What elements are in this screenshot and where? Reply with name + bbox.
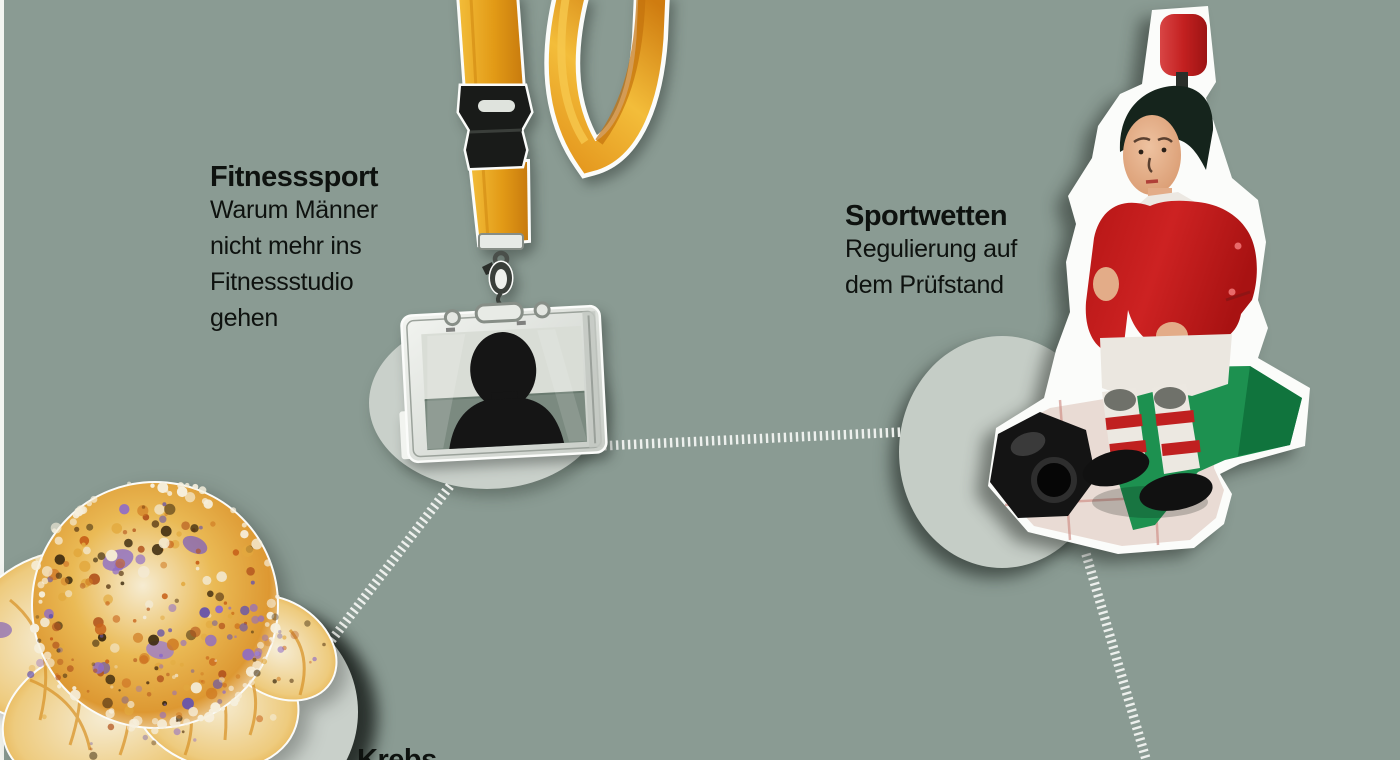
badge-hole-right: [533, 301, 551, 319]
topic-title-krebs: Krebs: [357, 744, 437, 760]
badge-photo: [421, 325, 588, 451]
lanyard-buckle: [456, 83, 534, 171]
connector-badge-to-cell: [320, 483, 454, 653]
topic-fitnesssport: Fitnesssport Warum Männer nicht mehr ins…: [210, 162, 450, 336]
cell-body: [0, 481, 326, 760]
connector-badge-to-foosball: [597, 427, 904, 451]
black-ball: [990, 412, 1096, 518]
right-leg: [1152, 384, 1201, 474]
topic-title-sportwetten: Sportwetten: [845, 200, 1008, 232]
left-leg: [1102, 388, 1147, 468]
lanyard-loop: [544, 0, 670, 179]
face-features: [1133, 137, 1173, 184]
topic-subtitle-line: gehen: [210, 304, 279, 333]
connector-foosball-to-bottom: [1081, 552, 1152, 760]
lanyard-id-badge-illustration: [399, 0, 670, 464]
right-shoe: [1139, 473, 1213, 511]
person-silhouette: [449, 332, 565, 449]
topic-subtitle-line: dem Prüfstand: [845, 271, 1004, 300]
topic-subtitle-line: nicht mehr ins: [210, 232, 362, 261]
mounting-knob: [1160, 14, 1207, 76]
cell-texture-speckles: [27, 481, 326, 760]
metal-hook: [478, 233, 524, 308]
badge-hole-left: [443, 309, 461, 327]
id-badge-holder: [399, 301, 608, 464]
page-edge-strip: [0, 0, 4, 760]
face: [1123, 115, 1181, 195]
foosball-figure-illustration: [988, 6, 1310, 554]
topic-subtitle-line: Warum Männer: [210, 196, 378, 225]
topic-subtitle-line: Fitnessstudio: [210, 268, 354, 297]
topic-sportwetten: Sportwetten Regulierung auf dem Prüfstan…: [845, 201, 1105, 303]
badge-slot: [474, 301, 524, 324]
shirt: [1085, 200, 1257, 353]
figure-body: [1082, 14, 1257, 511]
topic-title-fitnesssport: Fitnesssport: [210, 161, 379, 193]
topic-krebs-clipped: Krebs: [357, 745, 597, 760]
cancer-cell-illustration: [0, 481, 338, 760]
shorts: [1100, 334, 1232, 398]
topic-subtitle-line: Regulierung auf: [845, 235, 1018, 264]
left-shoe: [1082, 449, 1150, 487]
left-hand: [1093, 267, 1119, 301]
